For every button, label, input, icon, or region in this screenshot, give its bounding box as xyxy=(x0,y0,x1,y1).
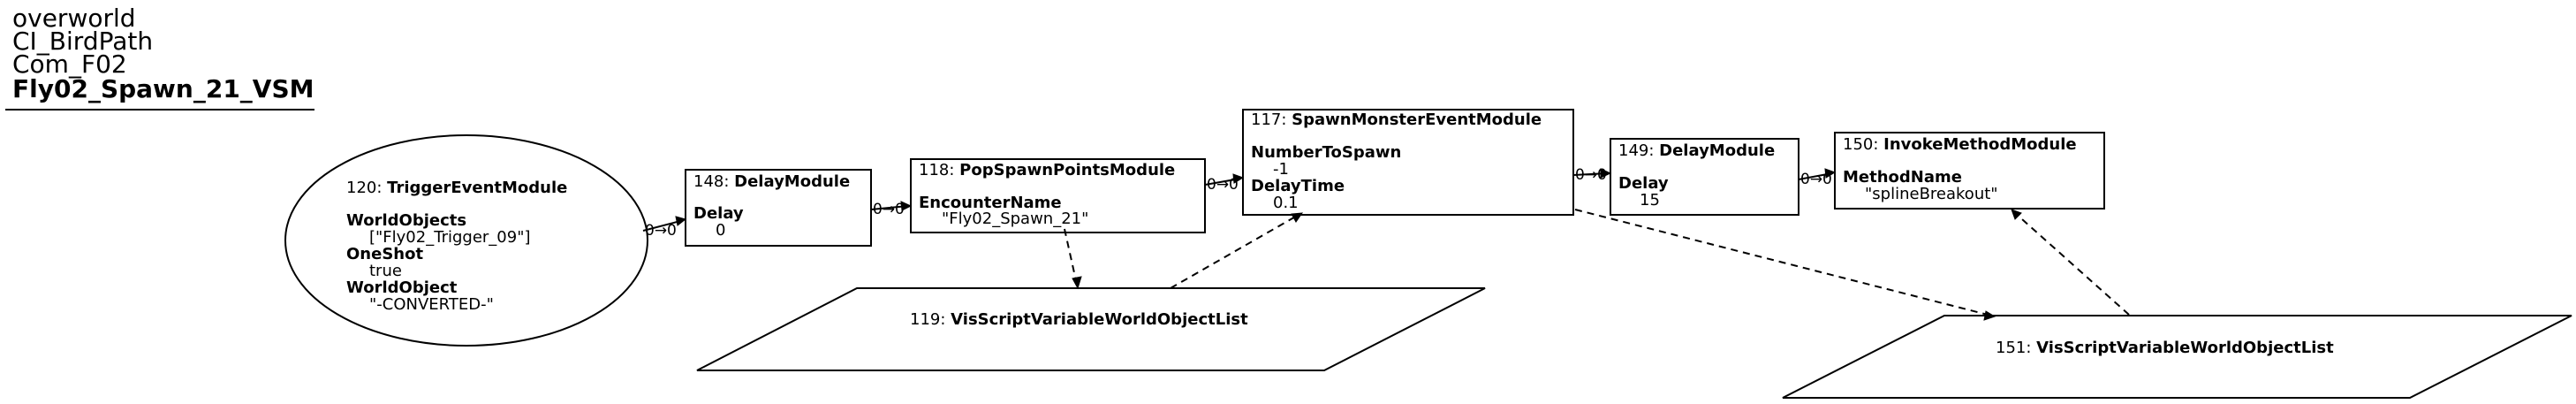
node-120-prop-value: true xyxy=(369,262,402,280)
node-148-shape xyxy=(685,169,872,247)
edge-120-148-arrowhead xyxy=(675,216,687,226)
node-118-title: 118: PopSpawnPointsModule xyxy=(919,161,1175,179)
node-119-type: VisScriptVariableWorldObjectList xyxy=(951,310,1248,329)
node-117-prop-value: -1 xyxy=(1273,160,1289,179)
node-149-prop-value: 15 xyxy=(1640,191,1660,210)
node-150-id: 150: xyxy=(1843,135,1883,154)
node-150-type: InvokeMethodModule xyxy=(1883,135,2076,154)
node-149-delay-module[interactable]: 149: DelayModule Delay 15 xyxy=(1610,138,1799,216)
node-120-prop-value: "-CONVERTED-" xyxy=(369,295,494,314)
node-149-prop-name: Delay xyxy=(1618,174,1669,193)
node-120-prop-value: ["Fly02_Trigger_09"] xyxy=(369,228,531,247)
edge-117-149-arrowhead xyxy=(1600,168,1612,179)
node-119-title: 119: VisScriptVariableWorldObjectList xyxy=(910,310,1248,329)
node-118-prop-name: EncounterName xyxy=(919,194,1062,212)
node-148-delay-module[interactable]: 148: DelayModule Delay 0 xyxy=(685,169,872,247)
node-150-invoke-method-module[interactable]: 150: InvokeMethodModule MethodName "spli… xyxy=(1834,132,2105,210)
node-118-pop-spawn-points-module[interactable]: 118: PopSpawnPointsModule EncounterName … xyxy=(910,158,1206,233)
node-117-prop-name: DelayTime xyxy=(1251,177,1345,195)
header-line-2: CI_BirdPath xyxy=(12,27,153,56)
node-148-title: 148: DelayModule xyxy=(693,172,850,191)
node-150-prop-value: "splineBreakout" xyxy=(1865,185,1998,203)
node-117-id: 117: xyxy=(1251,111,1292,129)
header-line-3: Com_F02 xyxy=(12,50,127,79)
graph-title: Fly02_Spawn_21_VSM xyxy=(12,74,314,103)
port-label-117-149: 0→0 xyxy=(1575,166,1607,184)
edge-149-150-arrowhead xyxy=(1824,168,1837,179)
node-120-id: 120: xyxy=(346,179,387,197)
node-151-title: 151: VisScriptVariableWorldObjectList xyxy=(1996,339,2334,357)
node-149-shape xyxy=(1610,138,1799,216)
node-118-shape xyxy=(910,158,1206,233)
port-label-148-118: 0→0 xyxy=(873,201,905,218)
node-120-title: 120: TriggerEventModule xyxy=(346,179,567,197)
node-148-type: DelayModule xyxy=(734,172,850,191)
node-117-shape xyxy=(1242,109,1574,216)
node-148-prop-value: 0 xyxy=(716,221,725,240)
node-120-prop-name: WorldObjects xyxy=(346,211,466,230)
port-label-120-148: 0→0 xyxy=(645,222,677,240)
node-117-type: SpawnMonsterEventModule xyxy=(1292,111,1542,129)
port-label-118-117: 0→0 xyxy=(1207,176,1239,194)
node-150-prop-name: MethodName xyxy=(1843,168,1962,187)
node-119-id: 119: xyxy=(910,310,951,329)
node-118-type: PopSpawnPointsModule xyxy=(959,161,1175,179)
node-120-type: TriggerEventModule xyxy=(387,179,567,197)
flow-edges: 0→0 0→0 0→0 0→0 0→0 xyxy=(642,166,1837,240)
edge-117-151 xyxy=(1574,209,1992,316)
node-151-variable-world-object-list[interactable]: 151: VisScriptVariableWorldObjectList xyxy=(1782,315,2572,399)
node-148-id: 148: xyxy=(693,172,734,191)
edge-119-117 xyxy=(1170,214,1299,289)
node-149-id: 149: xyxy=(1618,141,1659,160)
edge-151-150-arrowhead xyxy=(2011,209,2022,220)
edge-151-150 xyxy=(2013,211,2130,316)
edge-118-119 xyxy=(1064,228,1078,286)
node-120-prop-name: WorldObject xyxy=(346,278,458,297)
node-117-spawn-monster-event-module[interactable]: 117: SpawnMonsterEventModule NumberToSpa… xyxy=(1242,109,1574,216)
node-118-id: 118: xyxy=(919,161,959,179)
port-label-149-150: 0→0 xyxy=(1800,171,1832,188)
node-151-shape xyxy=(1782,315,2572,399)
node-119-shape xyxy=(696,287,1486,371)
node-151-type: VisScriptVariableWorldObjectList xyxy=(2036,339,2334,357)
node-120-prop-name: OneShot xyxy=(346,245,423,263)
node-148-prop-name: Delay xyxy=(693,204,744,223)
graph-header: overworld CI_BirdPath Com_F02 Fly02_Spaw… xyxy=(5,4,314,111)
node-149-type: DelayModule xyxy=(1659,141,1775,160)
header-line-1: overworld xyxy=(12,4,136,33)
edge-118-119-arrowhead xyxy=(1072,276,1082,290)
node-151-id: 151: xyxy=(1996,339,2036,357)
node-150-shape xyxy=(1834,132,2105,210)
node-117-prop-value: 0.1 xyxy=(1273,194,1299,212)
edge-118-117-arrowhead xyxy=(1232,173,1245,184)
node-117-prop-name: NumberToSpawn xyxy=(1251,143,1401,162)
edge-148-118-arrowhead xyxy=(900,201,913,211)
node-119-variable-world-object-list[interactable]: 119: VisScriptVariableWorldObjectList xyxy=(696,287,1486,371)
node-118-prop-value: "Fly02_Spawn_21" xyxy=(942,210,1088,228)
variable-edges xyxy=(1064,209,2130,321)
node-120-shape xyxy=(284,134,648,347)
node-117-title: 117: SpawnMonsterEventModule xyxy=(1251,111,1542,129)
node-150-title: 150: InvokeMethodModule xyxy=(1843,135,2077,154)
node-149-title: 149: DelayModule xyxy=(1618,141,1775,160)
node-120-trigger-event-module[interactable]: 120: TriggerEventModule WorldObjects ["F… xyxy=(284,134,648,347)
